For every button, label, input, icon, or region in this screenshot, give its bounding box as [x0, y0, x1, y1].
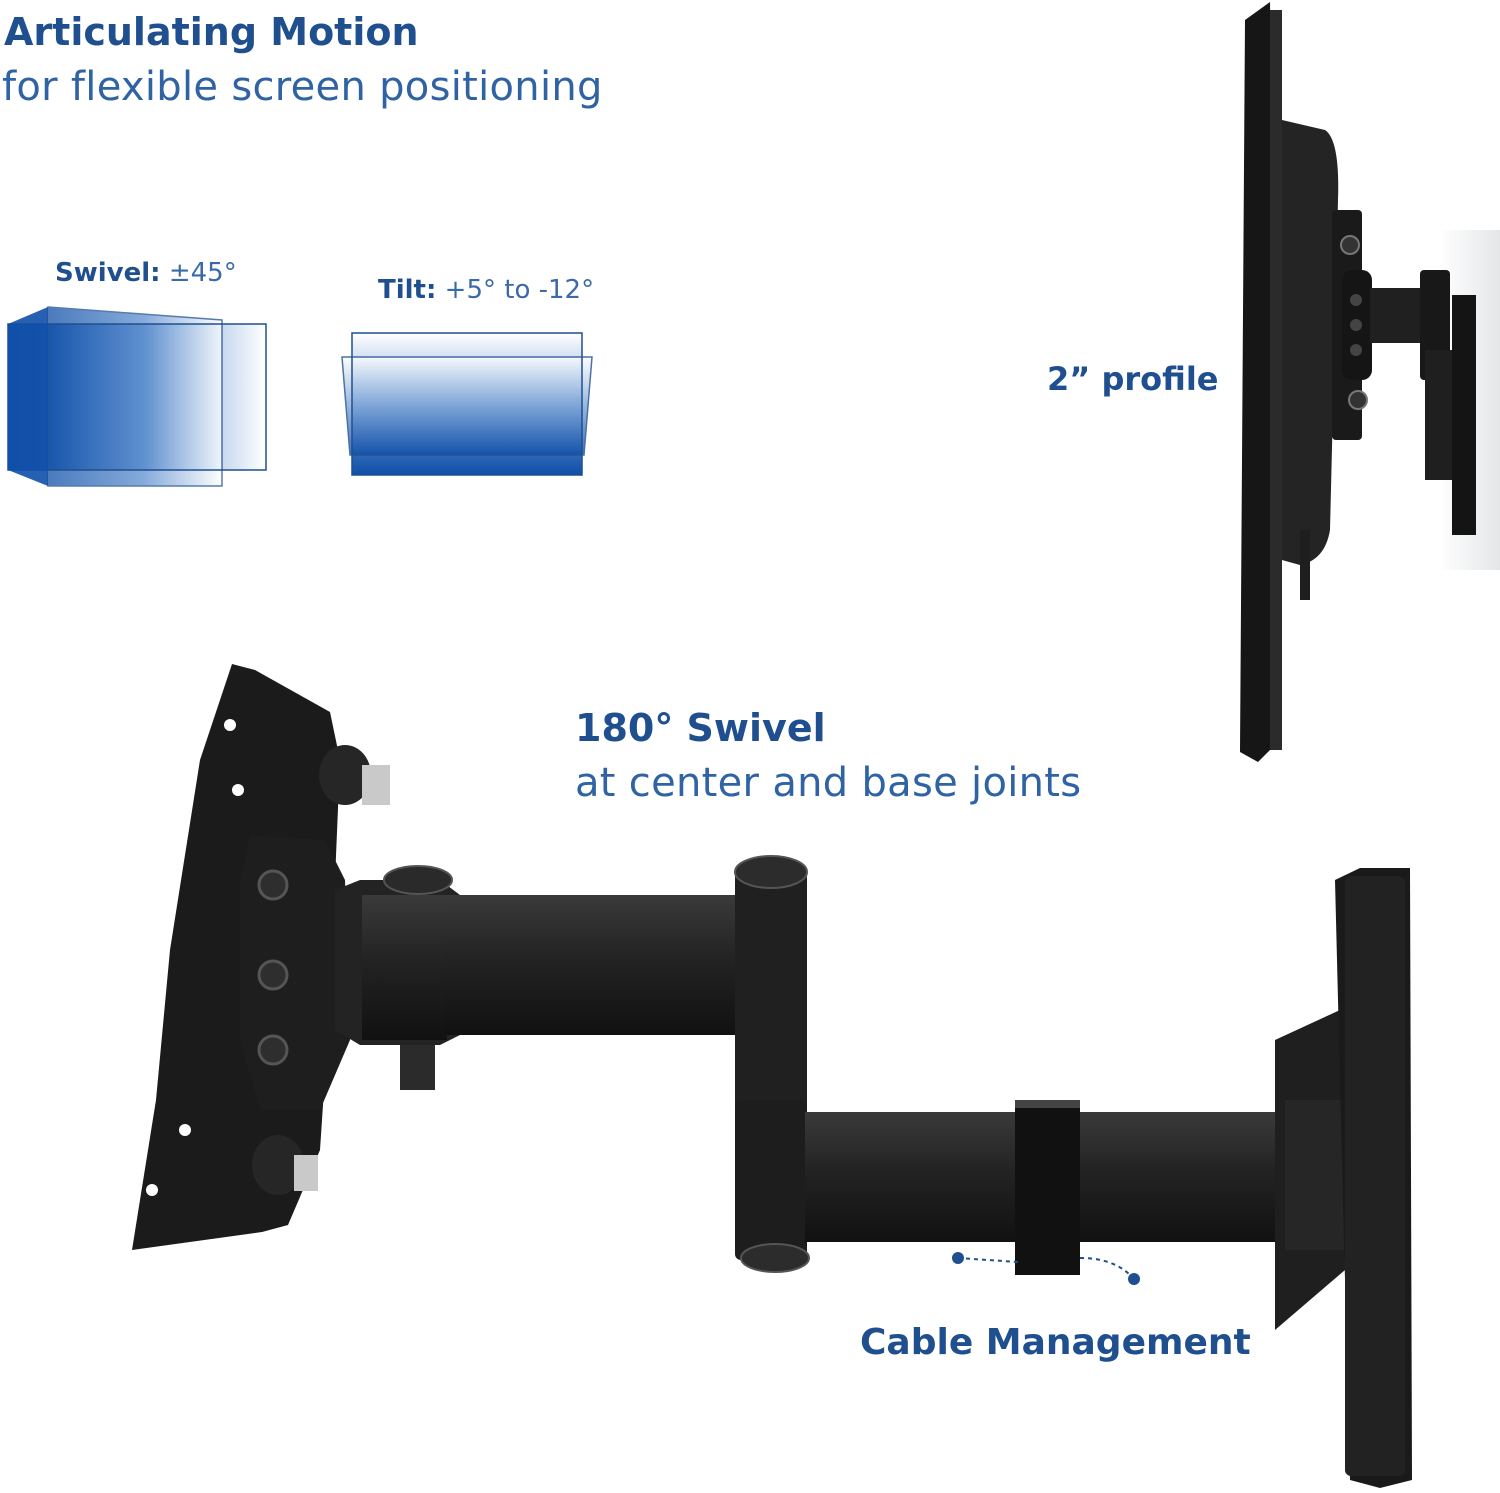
swivel180-subtitle: at center and base joints — [575, 760, 1082, 806]
tilt-graphic — [341, 332, 593, 476]
knob-top — [319, 745, 390, 805]
cable-callout — [952, 1252, 1140, 1285]
tilt-label: Tilt: +5° to -12° — [378, 275, 594, 305]
profile-view-illustration — [1240, 2, 1500, 762]
cable-management-label: Cable Management — [860, 1322, 1251, 1363]
page-subtitle: for flexible screen positioning — [2, 64, 603, 110]
tilt-label-bold: Tilt: — [378, 275, 437, 305]
swivel-label-value: ±45° — [168, 258, 237, 288]
profile-label: 2” profile — [1047, 360, 1219, 398]
swivel180-title: 180° Swivel — [575, 706, 826, 750]
swivel-label: Swivel: ±45° — [55, 258, 237, 288]
cable-clip — [1015, 1100, 1080, 1275]
swivel-graphic — [7, 306, 267, 487]
tilt-label-value: +5° to -12° — [444, 275, 595, 305]
page-title: Articulating Motion — [4, 10, 419, 54]
swivel-label-bold: Swivel: — [55, 258, 161, 288]
knob-bottom — [252, 1135, 318, 1195]
wall-mount-illustration — [132, 664, 1412, 1488]
